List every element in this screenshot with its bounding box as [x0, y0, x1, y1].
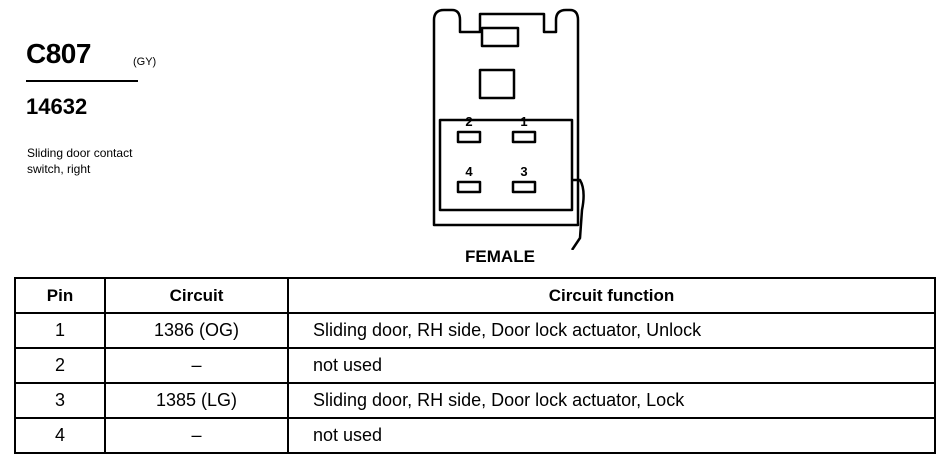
- pin-label-2: 2: [465, 114, 472, 129]
- connector-housing: [432, 8, 580, 227]
- title-divider: [26, 80, 138, 82]
- connector-gender-label: FEMALE: [465, 247, 535, 266]
- connector-color: (GY): [133, 56, 157, 68]
- part-number: 14632: [26, 94, 88, 119]
- description-line-1: Sliding door contact: [27, 146, 133, 160]
- connector-id: C807: [26, 38, 91, 69]
- circuit-cell: 1385 (LG): [104, 382, 289, 419]
- pin-cell: 2: [14, 347, 106, 384]
- connector-pin-cavity: [438, 118, 574, 212]
- pin-cell: 1: [14, 312, 106, 349]
- header-pin: Pin: [14, 277, 106, 314]
- table-header-row: Pin Circuit Circuit function: [14, 277, 936, 314]
- circuit-cell: –: [104, 417, 289, 454]
- pin-2-terminal: [456, 130, 482, 144]
- pin-1-terminal: [511, 130, 537, 144]
- connector-top-slot: [480, 26, 520, 48]
- circuit-cell: –: [104, 347, 289, 384]
- function-cell: Sliding door, RH side, Door lock actuato…: [287, 312, 936, 349]
- pin-label-4: 4: [465, 164, 473, 179]
- function-cell: Sliding door, RH side, Door lock actuato…: [287, 382, 936, 419]
- pin-3-terminal: [511, 180, 537, 194]
- connector-description: Sliding door contact switch, right: [27, 145, 207, 177]
- connector-face-diagram: 2 1 4 3: [432, 8, 585, 250]
- pin-label-1: 1: [520, 114, 527, 129]
- connector-lock-tab: [570, 178, 585, 250]
- table-row: 4 – not used: [14, 417, 936, 454]
- function-cell: not used: [287, 417, 936, 454]
- table-row: 3 1385 (LG) Sliding door, RH side, Door …: [14, 382, 936, 419]
- table-row: 2 – not used: [14, 347, 936, 384]
- connector-center-window: [478, 68, 516, 100]
- pin-cell: 3: [14, 382, 106, 419]
- function-cell: not used: [287, 347, 936, 384]
- description-line-2: switch, right: [27, 162, 91, 176]
- circuit-cell: 1386 (OG): [104, 312, 289, 349]
- header-circuit: Circuit: [104, 277, 289, 314]
- pinout-table: Pin Circuit Circuit function 1 1386 (OG)…: [14, 277, 936, 454]
- pin-label-3: 3: [520, 164, 527, 179]
- pin-4-terminal: [456, 180, 482, 194]
- pin-cell: 4: [14, 417, 106, 454]
- table-row: 1 1386 (OG) Sliding door, RH side, Door …: [14, 312, 936, 349]
- header-circuit-function: Circuit function: [287, 277, 936, 314]
